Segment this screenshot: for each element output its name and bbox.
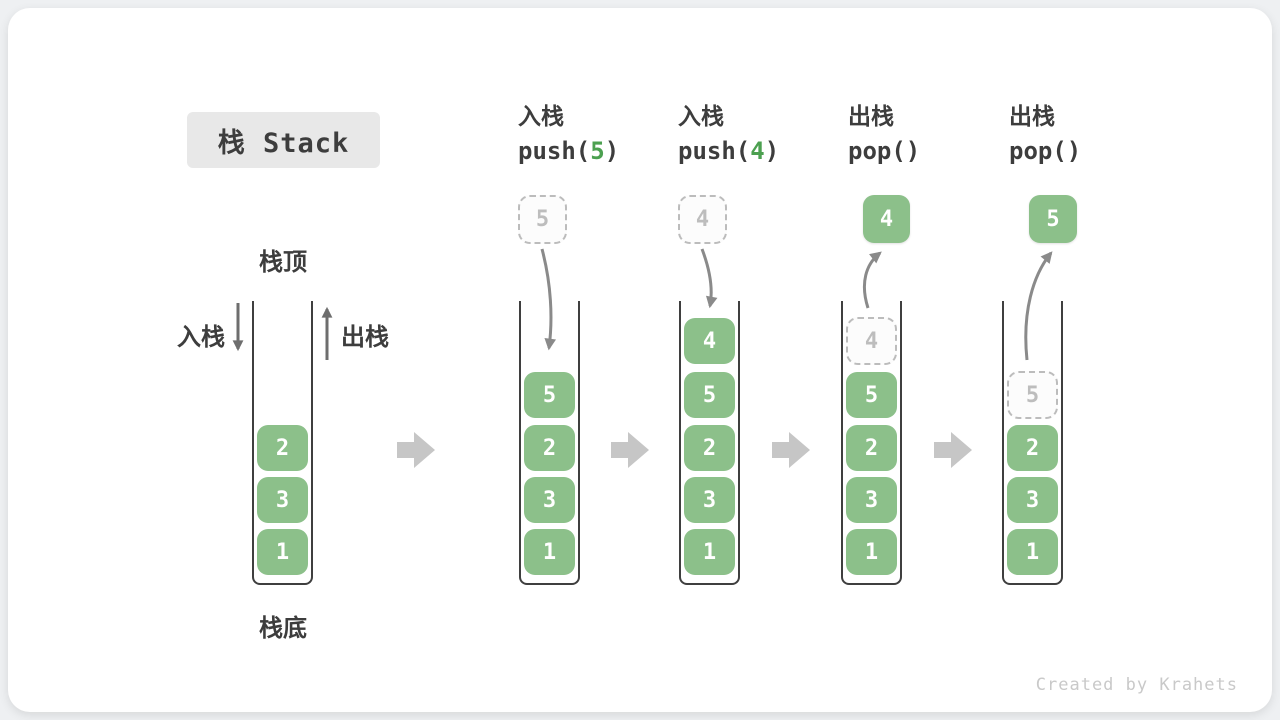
op-header-pop-1: 出栈 pop() bbox=[848, 104, 920, 164]
op-code-arg: 5 bbox=[590, 137, 605, 165]
op-name: 出栈 bbox=[848, 104, 894, 130]
stack-bottom-label: 栈底 bbox=[259, 614, 307, 642]
stack-top-label: 栈顶 bbox=[259, 248, 307, 276]
stack-2-cell: 2 bbox=[524, 425, 575, 471]
stack-4-cell: 3 bbox=[846, 477, 897, 523]
op-code: push(5) bbox=[518, 137, 620, 165]
stack-4-ghost-cell: 4 bbox=[846, 317, 897, 365]
pop-side-label: 出栈 bbox=[341, 323, 389, 351]
stack-5-cell: 3 bbox=[1007, 477, 1058, 523]
stack-4-cell: 2 bbox=[846, 425, 897, 471]
incoming-element-4: 4 bbox=[678, 195, 727, 244]
stack-container-1 bbox=[252, 301, 313, 585]
stack-2-cell: 1 bbox=[524, 529, 575, 575]
stack-2-cell: 3 bbox=[524, 477, 575, 523]
stack-5-ghost-cell: 5 bbox=[1007, 371, 1058, 419]
stack-container-5 bbox=[1002, 301, 1063, 585]
popped-element-4: 4 bbox=[863, 195, 910, 243]
op-code-arg: 4 bbox=[750, 137, 765, 165]
step-arrow-icon bbox=[611, 432, 649, 468]
step-arrow-icon bbox=[772, 432, 810, 468]
step-arrow-icon bbox=[934, 432, 972, 468]
op-name: 入栈 bbox=[678, 104, 724, 130]
op-name: 出栈 bbox=[1009, 104, 1055, 130]
stack-5-cell: 2 bbox=[1007, 425, 1058, 471]
stack-4-cell: 5 bbox=[846, 372, 897, 418]
stack-1-cell: 1 bbox=[257, 529, 308, 575]
stack-1-cell: 2 bbox=[257, 425, 308, 471]
diagram-title-label: 栈 Stack bbox=[217, 127, 350, 159]
op-header-push-5: 入栈 push(5) bbox=[518, 104, 619, 164]
step-arrow-icon bbox=[397, 432, 435, 468]
op-header-pop-2: 出栈 pop() bbox=[1009, 104, 1081, 164]
stack-container-2 bbox=[519, 301, 580, 585]
push-side-label: 入栈 bbox=[177, 323, 225, 351]
stack-4-cell: 1 bbox=[846, 529, 897, 575]
op-code: pop() bbox=[1009, 137, 1082, 165]
op-name: 入栈 bbox=[518, 104, 564, 130]
pop-4-arrow bbox=[863, 251, 882, 309]
op-header-push-4: 入栈 push(4) bbox=[678, 104, 779, 164]
watermark: Created by Krahets bbox=[1035, 675, 1238, 695]
op-code: pop() bbox=[848, 137, 921, 165]
stack-1-cell: 3 bbox=[257, 477, 308, 523]
push-4-arrow bbox=[700, 248, 718, 309]
diagram-title: 栈 Stack bbox=[187, 112, 380, 168]
popped-element-5: 5 bbox=[1029, 195, 1077, 243]
stack-3-cell: 4 bbox=[684, 318, 735, 364]
stack-3-cell: 1 bbox=[684, 529, 735, 575]
incoming-element-5: 5 bbox=[518, 195, 567, 244]
stack-3-cell: 3 bbox=[684, 477, 735, 523]
stack-3-cell: 2 bbox=[684, 425, 735, 471]
stack-5-cell: 1 bbox=[1007, 529, 1058, 575]
stack-2-cell: 5 bbox=[524, 372, 575, 418]
stack-container-4 bbox=[841, 301, 902, 585]
op-code: push(4) bbox=[678, 137, 780, 165]
stack-container-3 bbox=[679, 301, 740, 585]
stack-3-cell: 5 bbox=[684, 372, 735, 418]
